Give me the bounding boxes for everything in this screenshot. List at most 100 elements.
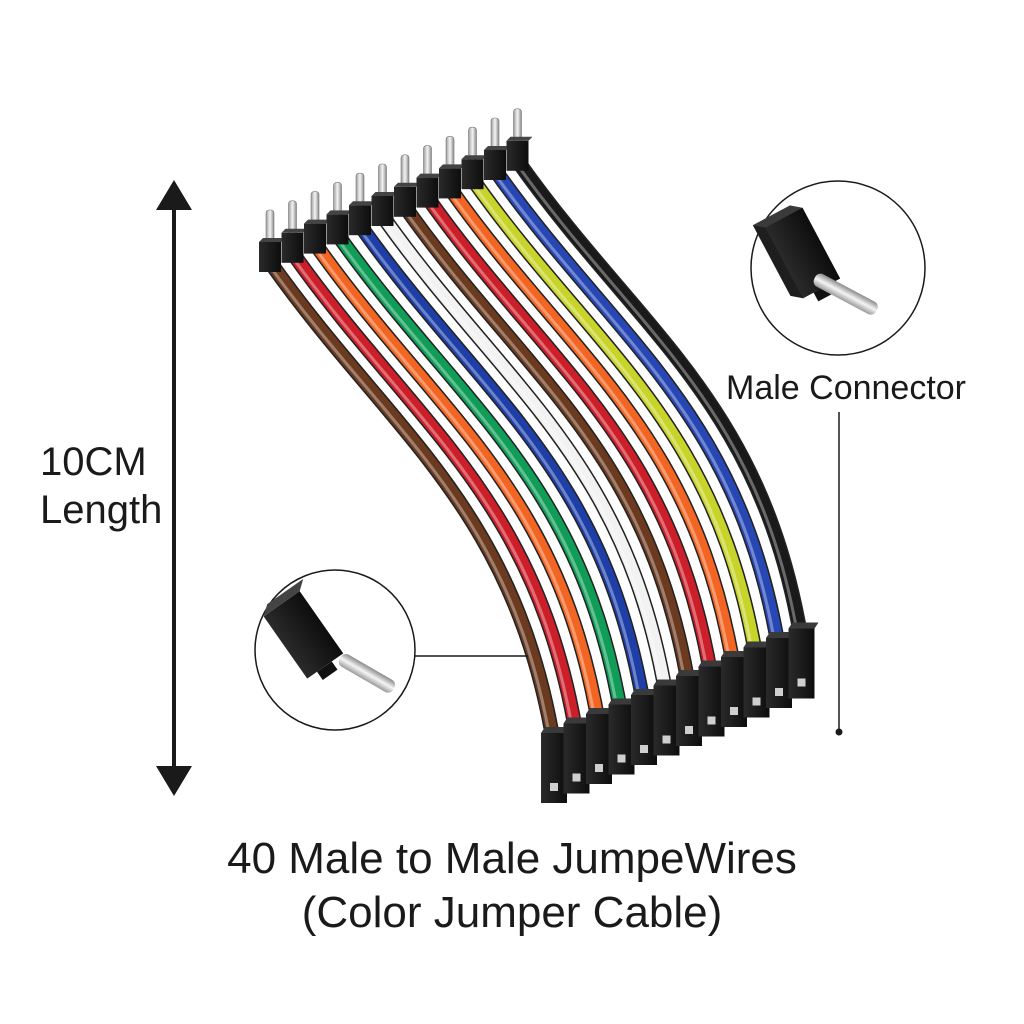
header-housing-top bbox=[281, 228, 308, 233]
length-value: 10CM bbox=[40, 440, 147, 484]
male-header bbox=[259, 209, 285, 272]
housing-body bbox=[788, 628, 815, 699]
housing-body bbox=[608, 704, 635, 775]
male-connector-label: Male Connector bbox=[726, 369, 967, 407]
wire bbox=[399, 200, 695, 694]
connector-pin-detail bbox=[254, 569, 416, 731]
header-housing-top bbox=[371, 192, 398, 196]
header-housing-top bbox=[461, 155, 488, 160]
header-housing bbox=[461, 159, 484, 190]
wire-highlight bbox=[490, 169, 778, 651]
title-line-2: (Color Jumper Cable) bbox=[301, 888, 723, 937]
male-header bbox=[304, 191, 330, 254]
male-header bbox=[439, 136, 465, 199]
housing-socket bbox=[775, 688, 783, 696]
male-header-row bbox=[259, 108, 533, 272]
header-housing-top bbox=[506, 136, 533, 141]
housing-socket bbox=[730, 707, 738, 715]
length-dimension-arrow bbox=[156, 180, 192, 796]
header-housing-top bbox=[416, 173, 443, 178]
wire-highlight bbox=[513, 159, 800, 641]
wire-highlight bbox=[310, 242, 598, 727]
male-header bbox=[326, 182, 353, 245]
wire bbox=[354, 219, 650, 713]
wire bbox=[511, 154, 808, 647]
header-housing-top bbox=[259, 238, 285, 242]
wire bbox=[286, 246, 583, 742]
male-header bbox=[484, 117, 510, 180]
header-housing-top bbox=[304, 219, 330, 224]
male-header bbox=[394, 154, 420, 217]
wire-highlight bbox=[378, 215, 665, 698]
female-housing bbox=[788, 622, 819, 699]
housing-body bbox=[676, 676, 702, 746]
wire-highlight bbox=[423, 196, 710, 679]
header-housing bbox=[394, 186, 416, 217]
housing-socket bbox=[640, 745, 648, 753]
jumper-wire-bundle bbox=[262, 153, 809, 753]
housing-socket bbox=[550, 783, 558, 791]
header-housing bbox=[439, 168, 461, 199]
housing-socket bbox=[595, 764, 603, 772]
female-housing bbox=[721, 651, 751, 727]
female-housing bbox=[743, 641, 774, 718]
housing-top bbox=[788, 622, 819, 629]
header-housing-top bbox=[394, 182, 420, 187]
header-housing-top bbox=[349, 201, 375, 206]
male-header bbox=[461, 126, 488, 190]
male-header bbox=[281, 200, 308, 263]
male-header bbox=[349, 172, 375, 236]
length-label: 10CM Length bbox=[40, 438, 200, 534]
housing-socket bbox=[797, 678, 806, 687]
housing-socket bbox=[685, 726, 693, 734]
header-housing bbox=[304, 223, 326, 254]
header-housing-top bbox=[484, 146, 510, 150]
female-housing bbox=[766, 632, 796, 708]
housing-body bbox=[743, 647, 770, 718]
wire-highlight bbox=[468, 178, 755, 660]
wire bbox=[444, 182, 740, 675]
wire bbox=[489, 164, 785, 656]
wire-highlight bbox=[355, 224, 643, 708]
housing-body bbox=[766, 638, 792, 708]
housing-socket bbox=[572, 773, 581, 782]
housing-body bbox=[721, 657, 747, 727]
wire bbox=[264, 256, 560, 751]
male-connector-detail bbox=[750, 180, 926, 356]
header-housing bbox=[281, 232, 304, 263]
housing-socket bbox=[617, 754, 626, 763]
housing-body bbox=[631, 695, 657, 765]
header-housing bbox=[349, 205, 371, 236]
header-housing bbox=[326, 214, 349, 245]
wire-highlight bbox=[265, 261, 553, 746]
header-housing bbox=[506, 140, 529, 171]
header-housing bbox=[371, 196, 394, 226]
wire-highlight bbox=[288, 251, 575, 736]
header-housing bbox=[259, 242, 281, 272]
wire bbox=[331, 228, 628, 723]
product-title: 40 Male to Male JumpeWires (Color Jumper… bbox=[0, 832, 1024, 940]
housing-body bbox=[563, 723, 590, 794]
female-housing bbox=[653, 679, 684, 756]
header-housing bbox=[416, 177, 439, 208]
header-housing bbox=[484, 150, 506, 180]
wire bbox=[421, 191, 718, 685]
length-word: Length bbox=[40, 488, 163, 532]
female-housing bbox=[631, 689, 661, 765]
wire-highlight bbox=[333, 233, 620, 717]
callout-line-right bbox=[835, 412, 843, 736]
housing-body bbox=[541, 733, 567, 803]
wire bbox=[309, 237, 605, 732]
housing-body bbox=[653, 685, 680, 756]
wire bbox=[376, 210, 673, 704]
header-housing-top bbox=[326, 210, 353, 215]
housing-socket bbox=[662, 735, 671, 744]
male-header bbox=[506, 108, 533, 171]
header-housing-top bbox=[439, 164, 465, 169]
wire-highlight bbox=[445, 187, 733, 670]
wire bbox=[466, 173, 763, 666]
wire-highlight bbox=[400, 205, 688, 689]
housing-socket bbox=[752, 697, 761, 706]
housing-body bbox=[586, 714, 612, 784]
